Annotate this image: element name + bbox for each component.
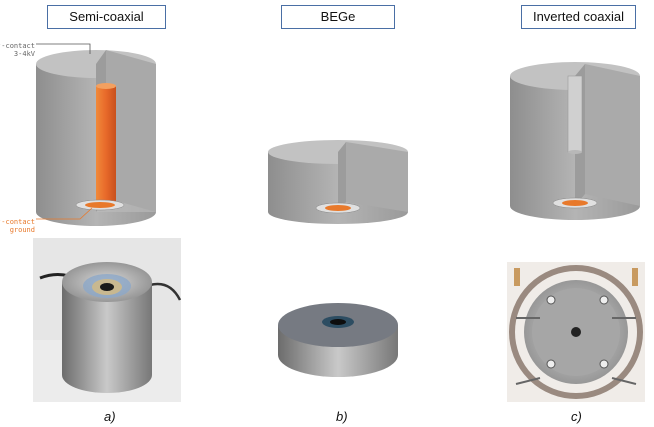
- p-contact-label: p⁺-contact: [0, 218, 35, 226]
- bege-photo: [272, 282, 410, 400]
- panel-a-caption: a): [104, 409, 116, 424]
- inverted-coaxial-cutaway: [510, 62, 640, 220]
- n-contact-leader: [36, 43, 91, 54]
- bege-cutaway: [268, 140, 408, 224]
- semi-coaxial-cutaway: n⁺-contact 3-4kV p⁺-contact ground: [0, 42, 156, 234]
- inverted-bore: [567, 75, 583, 153]
- p-contact-core: [96, 86, 116, 206]
- p-contact-ground: ground: [10, 226, 35, 234]
- inverted-coaxial-photo: [507, 262, 645, 402]
- panel-a-title: Semi-coaxial: [47, 5, 166, 29]
- n-contact-label: n⁺-contact: [0, 42, 35, 50]
- panel-c-caption: c): [571, 409, 582, 424]
- p-contact-leader: [36, 207, 93, 220]
- panel-b-caption: b): [336, 409, 348, 424]
- n-contact-voltage: 3-4kV: [14, 50, 36, 58]
- panel-c-title: Inverted coaxial: [521, 5, 636, 29]
- semi-coaxial-photo: [33, 238, 182, 402]
- panel-b-title: BEGe: [281, 5, 395, 29]
